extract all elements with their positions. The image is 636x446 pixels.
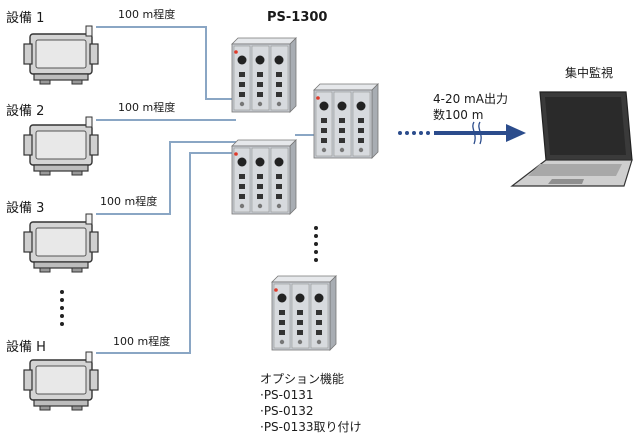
- machine-icon-2: [23, 116, 99, 176]
- wire-equipment-3: [96, 141, 236, 215]
- distance-3-label: 100 m程度: [100, 195, 158, 208]
- distance-1-label: 100 m程度: [118, 8, 176, 21]
- wire-equipment-1: [96, 26, 236, 100]
- option-item: ·PS-0131: [260, 388, 314, 402]
- unit-icon-1: [231, 37, 297, 113]
- distance-2-label: 100 m程度: [118, 101, 176, 114]
- equipment-1-label: 設備 1: [6, 11, 45, 26]
- unit-icon-3: [231, 139, 297, 215]
- option-item: ·PS-0132: [260, 404, 314, 418]
- output-signal-label: 4-20 mA出力: [433, 92, 508, 106]
- signal-wires: [96, 26, 318, 354]
- equipment-2-label: 設備 2: [6, 104, 45, 119]
- output-distance-label: 数100 m: [433, 108, 484, 122]
- unit-icon-2: [313, 83, 379, 159]
- equipment-ellipsis: [60, 290, 64, 326]
- monitor-label: 集中監視: [565, 66, 614, 80]
- machine-icon-h: [23, 351, 99, 411]
- laptop-icon: [510, 91, 633, 187]
- equipment-h-label: 設備 H: [6, 340, 46, 355]
- distance-h-label: 100 m程度: [113, 335, 171, 348]
- machine-icon-3: [23, 213, 99, 273]
- unit-icon-4: [271, 275, 337, 351]
- output-arrow: [398, 121, 526, 145]
- machine-icon-1: [23, 25, 99, 85]
- wire-equipment-h: [96, 152, 236, 354]
- options-title: オプション機能: [260, 372, 345, 386]
- option-item: ·PS-0133取り付け: [260, 420, 362, 434]
- model-title: PS-1300: [267, 10, 328, 25]
- equipment-3-label: 設備 3: [6, 201, 45, 216]
- unit-ellipsis: [314, 226, 318, 262]
